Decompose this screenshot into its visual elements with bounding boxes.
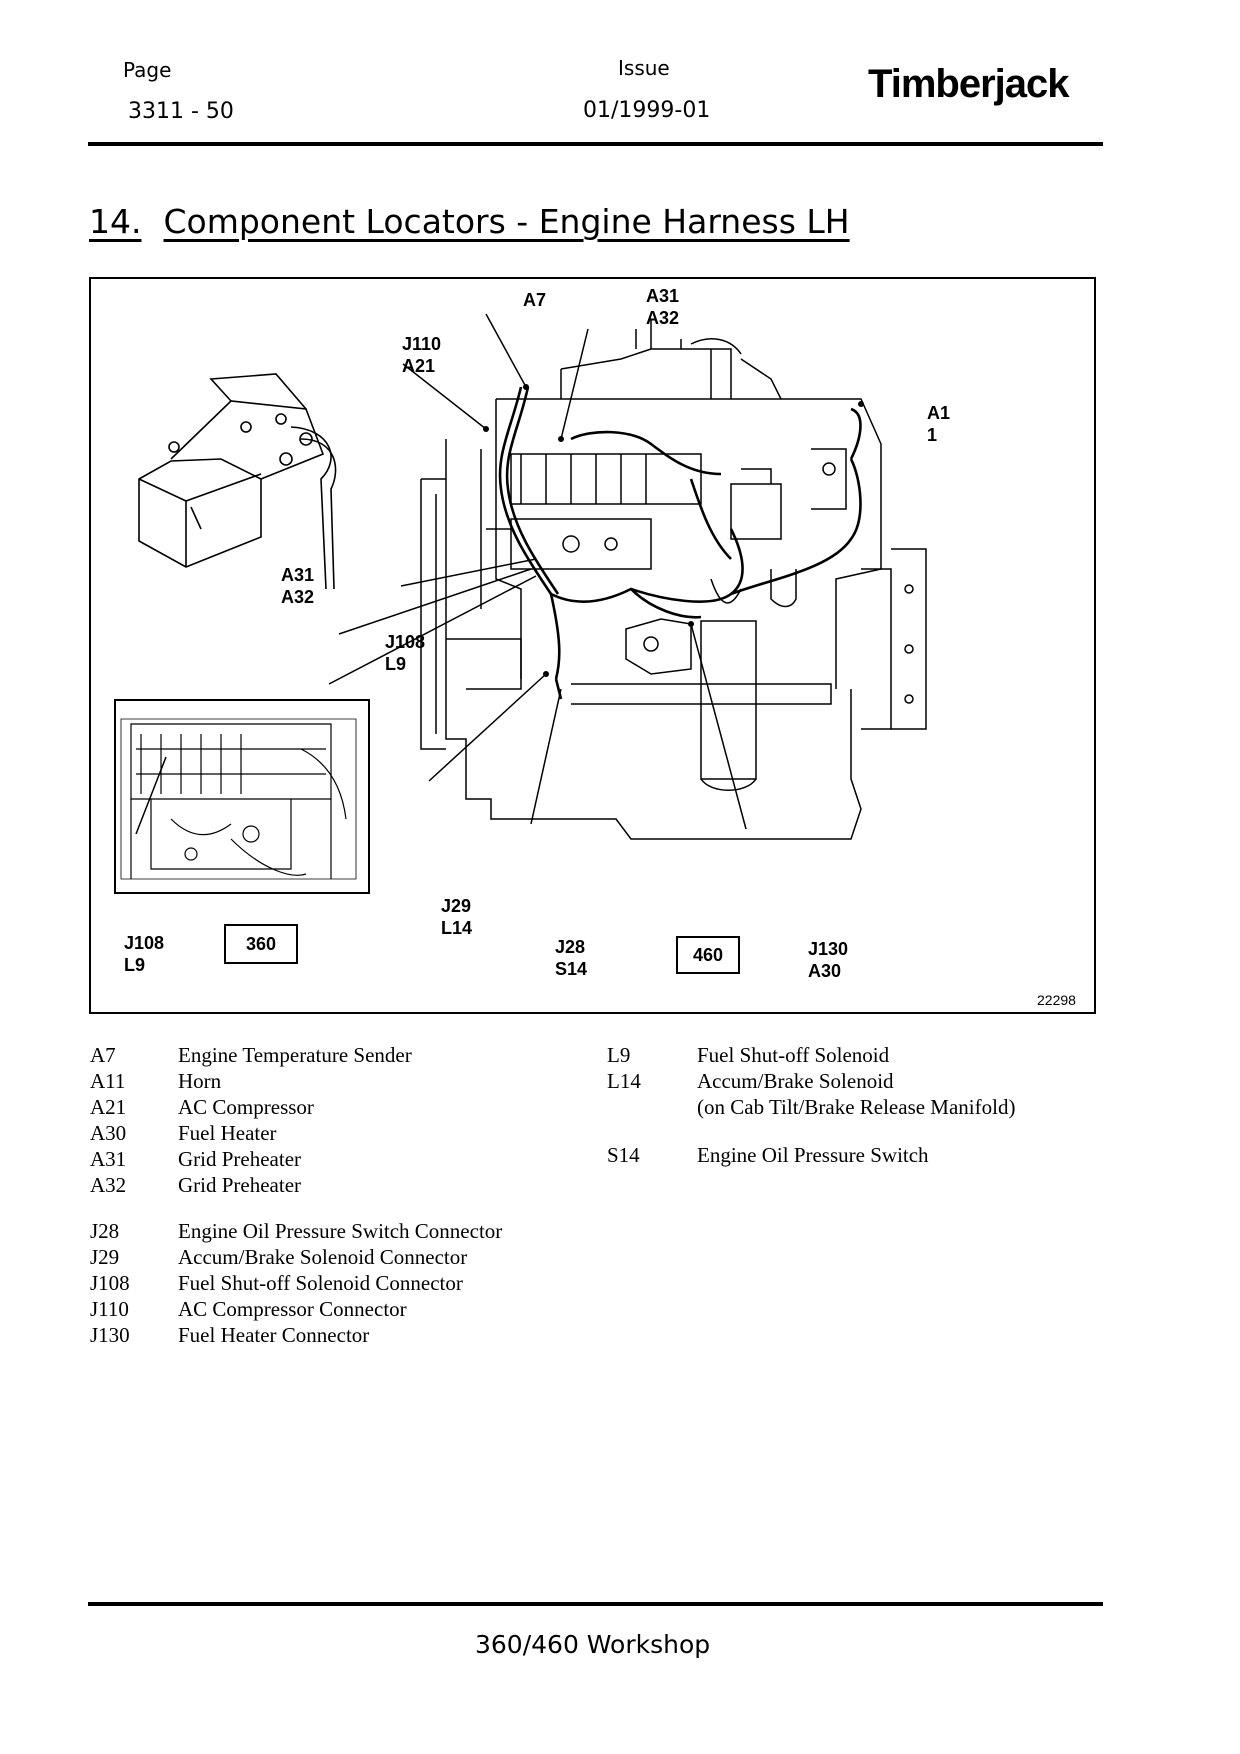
legend-desc: (on Cab Tilt/Brake Release Manifold) xyxy=(697,1095,1016,1119)
legend-desc: Fuel Heater Connector xyxy=(178,1323,370,1347)
brand-logo: Timberjack xyxy=(868,62,1069,106)
model-460-box: 460 xyxy=(676,936,740,974)
legend-code: A30 xyxy=(90,1121,127,1145)
callout-j110-a21: J110 A21 xyxy=(402,333,441,377)
callout-l9-bottom-line2: L9 xyxy=(124,955,146,975)
callout-a11-line1: A1 xyxy=(927,403,951,423)
callout-j130-a30: J130 A30 xyxy=(808,938,848,982)
callout-a32-top-line2: A32 xyxy=(646,308,680,328)
callout-j28-s14: J28 S14 xyxy=(555,936,587,980)
page-title: 14. Component Locators - Engine Harness L… xyxy=(89,202,850,241)
legend-desc: Engine Oil Pressure Switch Connector xyxy=(178,1219,503,1243)
callout-a31-inset-line1: A31 xyxy=(281,565,315,585)
section-number: 14. xyxy=(89,202,142,241)
legend-desc: Engine Oil Pressure Switch xyxy=(697,1143,929,1167)
callout-l9-mid-line2: L9 xyxy=(385,654,407,674)
callout-a31-inset: A31 A32 xyxy=(281,564,314,608)
legend-desc: AC Compressor xyxy=(178,1095,314,1119)
legend-desc: Horn xyxy=(178,1069,222,1093)
legend-desc: Accum/Brake Solenoid Connector xyxy=(178,1245,468,1269)
issue-label: Issue xyxy=(618,56,670,80)
callout-j108-mid-line1: J108 xyxy=(385,632,426,652)
legend-desc: AC Compressor Connector xyxy=(178,1297,407,1321)
issue-number: 01/1999-01 xyxy=(583,98,711,123)
legend-code: A11 xyxy=(90,1069,126,1093)
callout-j29-l14: J29 L14 xyxy=(441,895,472,939)
legend-desc: Fuel Shut-off Solenoid Connector xyxy=(178,1271,463,1295)
legend-code: L14 xyxy=(607,1069,641,1093)
footer-rule xyxy=(88,1602,1103,1606)
legend-desc: Grid Preheater xyxy=(178,1147,302,1171)
engine-illustration xyxy=(114,313,927,894)
legend-code: S14 xyxy=(607,1143,640,1167)
legend-code: A32 xyxy=(90,1173,127,1197)
legend-code: J29 xyxy=(90,1245,120,1269)
callout-j130: J130 xyxy=(808,939,849,959)
page-number: 3311 - 50 xyxy=(128,99,234,124)
legend-desc: Grid Preheater xyxy=(178,1173,302,1197)
page-label: Page xyxy=(123,58,172,82)
legend-code: J110 xyxy=(90,1297,129,1321)
figure-number: 22298 xyxy=(1037,992,1076,1008)
model-360-box: 360 xyxy=(224,924,298,964)
callout-a7: A7 xyxy=(523,290,547,310)
legend-code: J130 xyxy=(90,1323,130,1347)
grid-preheater-sketch xyxy=(138,373,337,590)
header-rule xyxy=(88,142,1103,146)
leader-lines xyxy=(135,313,747,835)
legend-code: J108 xyxy=(90,1271,130,1295)
callout-a11: A1 1 xyxy=(927,402,950,446)
callout-j28: J28 xyxy=(555,937,586,957)
legend-code: A7 xyxy=(90,1043,116,1067)
engine-block xyxy=(420,319,927,840)
callout-j108-bottom: J108 L9 xyxy=(124,932,164,976)
callout-j110: J110 xyxy=(402,334,442,354)
section-title: Component Locators - Engine Harness LH xyxy=(163,202,850,241)
callout-a21: A21 xyxy=(402,356,436,376)
legend-desc: Engine Temperature Sender xyxy=(178,1043,412,1067)
legend-desc: Accum/Brake Solenoid xyxy=(697,1069,894,1093)
callout-j108-bottom-line1: J108 xyxy=(124,933,165,953)
callout-l14: L14 xyxy=(441,918,473,938)
inset-detail-drawing xyxy=(120,718,357,880)
callout-a32-inset-line2: A32 xyxy=(281,587,315,607)
footer-text: 360/460 Workshop xyxy=(475,1630,711,1659)
callout-j108-mid: J108 L9 xyxy=(385,631,425,675)
callout-a11-line2: 1 xyxy=(927,425,938,445)
legend-code: A31 xyxy=(90,1147,127,1171)
legend-desc: Fuel Heater xyxy=(178,1121,277,1145)
legend-desc: Fuel Shut-off Solenoid xyxy=(697,1043,890,1067)
component-locator-figure: A7 A31 A32 J110 A21 A1 1 A31 A32 J108 L9… xyxy=(89,277,1096,1014)
callout-s14: S14 xyxy=(555,959,588,979)
wiring-harness xyxy=(498,386,862,700)
legend-code: J28 xyxy=(90,1219,120,1243)
callout-a31-top-line1: A31 xyxy=(646,286,680,306)
legend-code: L9 xyxy=(607,1043,631,1067)
callout-a31-top: A31 A32 xyxy=(646,285,679,329)
callout-j29: J29 xyxy=(441,896,472,916)
legend-code: A21 xyxy=(90,1095,127,1119)
callout-a30: A30 xyxy=(808,961,842,981)
